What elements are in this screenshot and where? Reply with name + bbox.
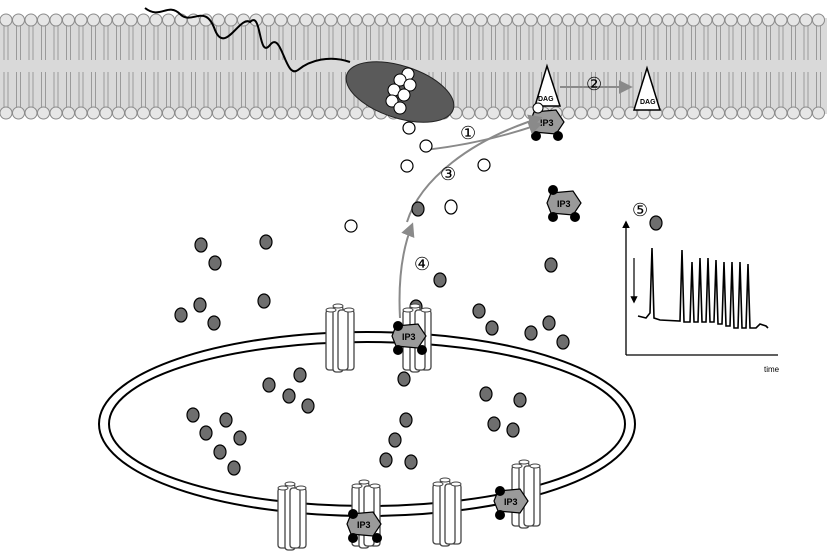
plasma-membrane <box>0 13 827 120</box>
ip3-label: IP3 <box>557 199 571 209</box>
lipid-heads-outer <box>0 13 825 60</box>
calcium-trace-inset: time <box>622 220 780 374</box>
gpcr-receptor-icon <box>345 61 455 123</box>
dark-particles <box>174 201 663 476</box>
step-1-label: ① <box>460 123 476 143</box>
dag-triangle-icon: DAG <box>632 65 662 111</box>
arrow-4 <box>398 222 415 319</box>
ip3-molecule-icon: IP3 <box>391 321 427 355</box>
step-2-label: ② <box>586 74 602 94</box>
step-5-label: ⑤ <box>632 200 648 220</box>
time-axis-label: time <box>764 365 780 374</box>
dag-label: DAG <box>538 96 554 103</box>
ip3-molecule-icon: IP3 <box>493 486 529 520</box>
ip3-molecule-icon: IP3 <box>346 509 382 543</box>
dag-triangle-icon: DAG <box>533 63 562 107</box>
ip3-receptor-channel-icon <box>325 303 355 373</box>
arrow-1 <box>424 121 543 151</box>
ip3-label: IP3 <box>357 520 371 530</box>
step-4-label: ④ <box>414 254 430 274</box>
dag-label: DAG <box>640 99 656 106</box>
ip3-label: IP3 <box>402 332 416 342</box>
white-particles <box>344 121 491 233</box>
ip3-receptor-channel-icon <box>277 481 307 551</box>
ip3-molecule-icon: IP3 <box>546 185 582 222</box>
ip3-receptor-channel-icon <box>432 477 462 547</box>
calcium-trace-line <box>637 247 769 329</box>
receptor-tail <box>144 7 351 73</box>
step-3-label: ③ <box>440 164 456 184</box>
ip3-label: IP3 <box>504 497 518 507</box>
ip3-label: IP3 <box>540 118 554 128</box>
